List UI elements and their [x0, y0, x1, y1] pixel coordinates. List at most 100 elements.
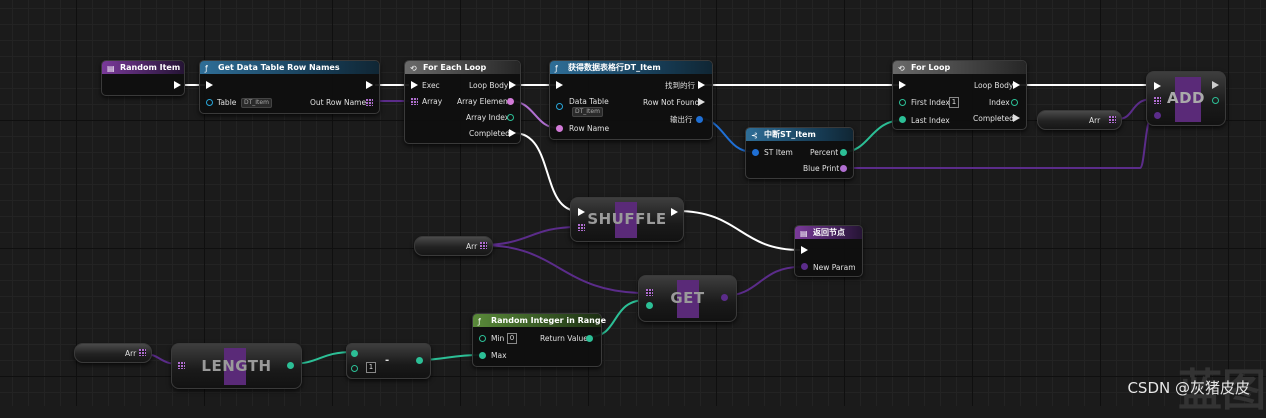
completed-label: Completed: [973, 114, 1014, 123]
b-input[interactable]: 1: [366, 362, 376, 373]
subtract-node[interactable]: 1 -: [346, 343, 431, 379]
function-icon: ƒ: [555, 64, 558, 73]
exec-in-pin[interactable]: [578, 208, 585, 216]
shuffle-watermark-bg: [615, 202, 637, 238]
new-item-pin[interactable]: [1154, 112, 1161, 119]
exec-in-pin[interactable]: [899, 81, 906, 89]
new-param-label: New Param: [813, 263, 856, 272]
array-label: Array: [422, 97, 443, 106]
get-data-table-row-names-node[interactable]: ƒ Get Data Table Row Names Table DT_Item…: [199, 60, 380, 114]
first-index-pin[interactable]: [899, 99, 906, 106]
add-node[interactable]: ADD: [1146, 71, 1226, 126]
index-in-pin[interactable]: [646, 302, 653, 309]
max-label: Max: [491, 351, 507, 360]
random-int-title: Random Integer in Range: [491, 316, 607, 325]
out-row-names-pin[interactable]: [366, 99, 373, 106]
data-table-pin[interactable]: [556, 103, 563, 110]
break-struct-title: 中断ST_Item: [764, 130, 816, 139]
target-array-pin[interactable]: [578, 224, 585, 231]
last-index-pin[interactable]: [899, 116, 906, 123]
length-out-pin[interactable]: [287, 362, 294, 369]
random-int-header: ƒ Random Integer in Range: [473, 314, 606, 327]
row-not-found-pin[interactable]: [698, 98, 705, 106]
exec-in-pin[interactable]: [1154, 82, 1161, 90]
get-title: GET: [670, 289, 705, 307]
break-st-item-node[interactable]: ⊰ 中断ST_Item ST Item Percent Blue Print: [745, 127, 854, 179]
loop-icon: ⟲: [410, 64, 417, 73]
length-watermark-bg: [224, 348, 246, 385]
first-index-label: First Index: [911, 98, 950, 107]
completed-pin[interactable]: [509, 129, 516, 137]
found-label: 找到的行: [665, 81, 695, 90]
length-node[interactable]: LENGTH: [171, 343, 302, 389]
a-in-pin[interactable]: [351, 350, 358, 357]
length-title: LENGTH: [201, 357, 272, 375]
loop-body-pin[interactable]: [1013, 81, 1020, 89]
exec-in-pin[interactable]: [801, 246, 808, 254]
array-element-pin[interactable]: [507, 98, 514, 105]
get-data-table-row-node[interactable]: ƒ 获得数据表格行DT_Item 找到的行 Data Table DT_Item…: [549, 60, 713, 140]
for-loop-node[interactable]: ⟲ For Loop Loop Body First Index 1 Index…: [892, 60, 1027, 130]
table-label: Table: [217, 98, 237, 107]
exec-in-pin[interactable]: [411, 81, 418, 89]
loop-icon: ⟲: [898, 64, 905, 73]
output-row-label: 输出行: [670, 115, 693, 124]
exec-in-pin[interactable]: [556, 81, 563, 89]
arr-variable-add[interactable]: Arr: [1037, 110, 1122, 130]
max-pin[interactable]: [479, 352, 486, 359]
item-out-pin[interactable]: [721, 294, 728, 301]
array-index-pin[interactable]: [507, 114, 514, 121]
target-array-pin[interactable]: [1154, 97, 1161, 104]
shuffle-node[interactable]: SHUFFLE: [570, 197, 684, 242]
break-struct-icon: ⊰: [751, 131, 758, 140]
function-entry-icon: ▤: [107, 64, 115, 73]
completed-label: Completed: [469, 129, 510, 138]
index-label: Index: [989, 98, 1010, 107]
st-item-pin[interactable]: [752, 149, 759, 156]
get-watermark-bg: [677, 280, 699, 318]
get-row-header: ƒ 获得数据表格行DT_Item: [550, 61, 712, 74]
row-name-pin[interactable]: [556, 125, 563, 132]
arr-variable-length[interactable]: Arr: [74, 343, 152, 363]
st-item-label: ST Item: [764, 148, 793, 157]
exec-in-pin[interactable]: [206, 81, 213, 89]
table-dropdown[interactable]: DT_Item: [241, 98, 272, 108]
arr-label: Arr: [125, 349, 137, 358]
get-node[interactable]: GET: [638, 275, 737, 322]
b-in-pin[interactable]: [351, 365, 358, 372]
target-array-pin[interactable]: [178, 362, 185, 369]
index-out-pin[interactable]: [1212, 97, 1219, 104]
return-node[interactable]: ▤ 返回节点 New Param: [794, 225, 863, 277]
arr-out-pin[interactable]: [1109, 116, 1116, 123]
result-out-pin[interactable]: [416, 357, 423, 364]
min-input[interactable]: 0: [507, 333, 517, 344]
for-each-loop-node[interactable]: ⟲ For Each Loop Exec Loop Body Array Arr…: [404, 60, 521, 144]
found-pin[interactable]: [698, 81, 705, 89]
min-label: Min: [491, 334, 505, 343]
target-array-pin[interactable]: [646, 289, 653, 296]
exec-out-pin[interactable]: [671, 208, 678, 216]
data-table-dropdown[interactable]: DT_Item: [572, 107, 603, 117]
arr-variable-shuffle[interactable]: Arr: [414, 236, 493, 256]
blue-print-pin[interactable]: [840, 165, 847, 172]
arr-out-pin[interactable]: [139, 349, 146, 356]
return-value-label: Return Value: [540, 334, 588, 343]
array-in-pin[interactable]: [411, 98, 418, 105]
row-name-label: Row Name: [569, 124, 610, 133]
min-pin[interactable]: [479, 335, 486, 342]
percent-pin[interactable]: [840, 149, 847, 156]
exec-out-pin[interactable]: [174, 81, 181, 89]
completed-pin[interactable]: [1013, 114, 1020, 122]
new-param-pin[interactable]: [801, 263, 808, 270]
loop-body-pin[interactable]: [509, 81, 516, 89]
data-table-label: Data Table: [569, 97, 609, 106]
output-row-pin[interactable]: [696, 116, 703, 123]
random-integer-in-range-node[interactable]: ƒ Random Integer in Range Min 0 Return V…: [472, 313, 606, 367]
arr-out-pin[interactable]: [480, 242, 487, 249]
exec-out-pin[interactable]: [366, 81, 373, 89]
first-index-input[interactable]: 1: [949, 97, 959, 108]
index-pin[interactable]: [1011, 99, 1018, 106]
table-pin[interactable]: [206, 99, 213, 106]
random-item-node[interactable]: ▤ Random Item: [101, 60, 185, 96]
return-value-pin[interactable]: [586, 335, 593, 342]
